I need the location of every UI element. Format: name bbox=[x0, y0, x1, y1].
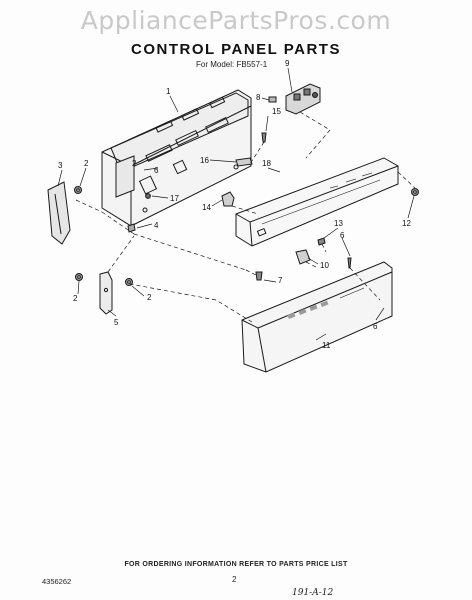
callout-1: 1 bbox=[166, 87, 171, 96]
screw-15 bbox=[261, 132, 267, 143]
part-5-bracket bbox=[99, 271, 113, 315]
part-3-end-cap bbox=[47, 181, 71, 245]
part-8-connector bbox=[268, 96, 277, 103]
screw-13 bbox=[317, 237, 326, 246]
callout-6c: 6 bbox=[373, 322, 378, 331]
assembly-lines bbox=[75, 111, 416, 323]
screw-12 bbox=[411, 188, 419, 196]
callout-16: 16 bbox=[200, 156, 209, 165]
callout-2b: 2 bbox=[73, 294, 78, 303]
callout-12: 12 bbox=[402, 219, 411, 228]
page-number: 2 bbox=[232, 575, 237, 584]
callout-2d: 2 bbox=[132, 159, 137, 168]
part-14-knob bbox=[221, 191, 235, 207]
watermark: AppliancePartsPros.com bbox=[80, 6, 392, 35]
callout-7: 7 bbox=[278, 276, 283, 285]
callout-15: 15 bbox=[272, 107, 281, 116]
callout-14: 14 bbox=[202, 203, 211, 212]
part-16-bracket bbox=[235, 157, 253, 167]
page-title: CONTROL PANEL PARTS bbox=[131, 41, 341, 58]
screw-2b bbox=[75, 273, 83, 281]
screw-2a bbox=[74, 186, 82, 194]
callout-8: 8 bbox=[256, 93, 261, 102]
callout-18: 18 bbox=[262, 159, 271, 168]
callout-3: 3 bbox=[58, 161, 63, 170]
callout-6a: 6 bbox=[154, 166, 159, 175]
part-9-switch-module bbox=[285, 83, 321, 115]
callout-13: 13 bbox=[334, 219, 343, 228]
screw-6a bbox=[347, 257, 352, 269]
callout-numbers: 1 2 2 2 2 3 4 5 6 6 6 7 8 9 10 11 12 13 … bbox=[58, 59, 411, 350]
callout-2c: 2 bbox=[147, 293, 152, 302]
part-1-panel-frame bbox=[101, 89, 252, 227]
callout-2a: 2 bbox=[84, 159, 89, 168]
callout-11: 11 bbox=[322, 341, 331, 350]
screw-17 bbox=[145, 193, 151, 199]
handwritten-note: 191-A-12 bbox=[292, 588, 334, 598]
clip-4 bbox=[127, 223, 136, 233]
callout-17: 17 bbox=[170, 194, 179, 203]
screw-2c bbox=[125, 278, 133, 286]
ordering-info-footer: FOR ORDERING INFORMATION REFER TO PARTS … bbox=[124, 561, 348, 568]
part-18-control-panel bbox=[235, 157, 399, 247]
screw-7 bbox=[255, 271, 263, 281]
callout-6b: 6 bbox=[340, 231, 345, 240]
leader-lines bbox=[57, 67, 415, 341]
callout-4: 4 bbox=[154, 221, 159, 230]
part-11-lower-panel bbox=[241, 261, 393, 373]
part-10-knob bbox=[295, 249, 311, 265]
callout-5: 5 bbox=[114, 318, 119, 327]
model-label: For Model: FB557-1 bbox=[196, 60, 268, 69]
callout-9: 9 bbox=[285, 59, 290, 68]
document-number: 4356262 bbox=[42, 577, 72, 586]
callout-10: 10 bbox=[320, 261, 329, 270]
